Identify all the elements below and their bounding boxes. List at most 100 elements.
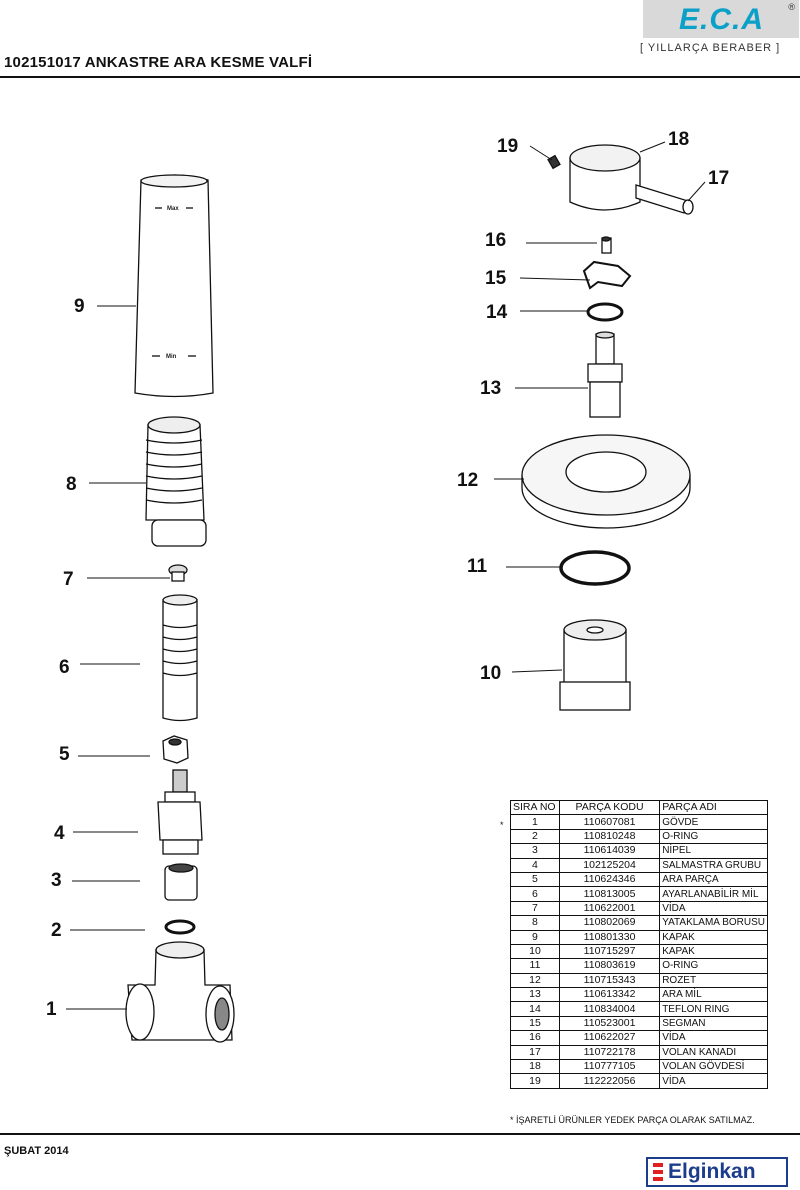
label-5: 5 — [59, 744, 70, 765]
cell-sira-no: 1 — [510, 814, 560, 830]
cell-parca-adi: TEFLON RING — [659, 1001, 768, 1017]
cell-parca-kodu: 110613342 — [558, 987, 661, 1003]
part-15-clip — [582, 260, 632, 290]
cell-sira-no: 14 — [510, 1001, 560, 1017]
footer-divider — [0, 1133, 800, 1135]
cell-parca-adi: KAPAK — [659, 929, 768, 945]
eca-slogan: [ YILLARÇA BERABER ] — [640, 42, 781, 54]
cell-parca-kodu: 102125204 — [558, 857, 661, 873]
cell-parca-adi: SEGMAN — [659, 1015, 768, 1032]
cell-parca-kodu: 110523001 — [558, 1015, 661, 1032]
table-footnote: * İŞARETLİ ÜRÜNLER YEDEK PARÇA OLARAK SA… — [510, 1115, 755, 1125]
part-4-gland — [157, 769, 203, 855]
cell-sira-no: 8 — [510, 915, 560, 931]
part-19-screw — [547, 154, 561, 170]
part-5-nut — [162, 735, 189, 764]
eca-logo: E.C.A ® — [643, 0, 799, 38]
cell-parca-kodu: 110622027 — [558, 1030, 661, 1046]
max-mark: Max — [167, 206, 179, 212]
cell-sira-no: 11 — [510, 958, 560, 974]
label-10: 10 — [480, 663, 501, 684]
cell-sira-no: 16 — [510, 1030, 560, 1046]
cell-parca-adi: KAPAK — [659, 943, 768, 960]
part-18-handle-body — [569, 144, 641, 211]
part-16-screw — [601, 236, 612, 254]
part-6-spindle — [162, 594, 198, 722]
header-parca-kodu: PARÇA KODU — [558, 799, 661, 816]
cell-parca-adi: O-RING — [659, 958, 768, 974]
cell-parca-adi: VİDA — [659, 900, 768, 917]
cell-sira-no: 9 — [510, 929, 560, 945]
cell-sira-no: 12 — [510, 972, 560, 989]
elginkan-bars-icon — [653, 1163, 663, 1181]
elginkan-name: Elginkan — [668, 1160, 756, 1183]
parts-table-header: SIRA NO PARÇA KODU PARÇA ADI — [510, 799, 768, 816]
label-16: 16 — [485, 230, 506, 251]
cell-parca-adi: VOLAN KANADI — [659, 1044, 768, 1061]
cell-parca-kodu: 110834004 — [558, 1001, 661, 1017]
cell-parca-kodu: 110803619 — [558, 958, 661, 974]
part-12-rosette — [521, 434, 691, 529]
label-13: 13 — [480, 378, 501, 399]
cell-parca-kodu: 110715297 — [558, 943, 661, 960]
label-3: 3 — [51, 870, 62, 891]
part-labels: 9 8 7 6 5 4 3 2 1 19 18 17 16 15 14 13 1… — [46, 129, 729, 1020]
elginkan-logo: Elginkan — [646, 1157, 788, 1187]
cell-parca-adi: VİDA — [659, 1030, 768, 1046]
cell-parca-kodu: 110722178 — [558, 1044, 661, 1061]
exploded-view-diagram: Max Min — [46, 129, 729, 1043]
header-parca-adi: PARÇA ADI — [659, 799, 768, 816]
label-2: 2 — [51, 920, 62, 941]
part-7-screw — [168, 564, 188, 582]
cell-parca-kodu: 110624346 — [558, 871, 661, 888]
header-sira-no: SIRA NO — [510, 799, 560, 816]
cell-sira-no: 6 — [510, 886, 560, 902]
cell-sira-no: 7 — [510, 900, 560, 917]
cell-parca-adi: AYARLANABİLİR MİL — [659, 886, 768, 902]
label-17: 17 — [708, 168, 729, 189]
cell-parca-adi: O-RING — [659, 828, 768, 845]
cell-parca-kodu: 110802069 — [558, 915, 661, 931]
label-9: 9 — [74, 296, 85, 317]
min-mark: Min — [166, 354, 177, 360]
cell-sira-no: 15 — [510, 1015, 560, 1032]
label-19: 19 — [497, 136, 518, 157]
part-2-oring — [164, 919, 196, 935]
cell-parca-kodu: 110801330 — [558, 929, 661, 945]
spare-part-star: * — [500, 820, 504, 830]
cell-sira-no: 4 — [510, 857, 560, 873]
label-14: 14 — [486, 302, 508, 323]
cell-parca-kodu: 110607081 — [558, 814, 661, 830]
cell-sira-no: 10 — [510, 943, 560, 960]
cell-sira-no: 17 — [510, 1044, 560, 1061]
cell-parca-adi: NİPEL — [659, 843, 768, 859]
part-10-cap — [559, 619, 631, 711]
cell-parca-adi: ARA MİL — [659, 987, 768, 1003]
label-7: 7 — [63, 569, 74, 590]
part-3-nipple — [164, 863, 198, 901]
cell-sira-no: 5 — [510, 871, 560, 888]
cell-sira-no: 3 — [510, 843, 560, 859]
cell-parca-adi: ARA PARÇA — [659, 871, 768, 888]
cell-parca-adi: VOLAN GÖVDESİ — [659, 1059, 768, 1075]
cell-sira-no: 2 — [510, 828, 560, 845]
cell-parca-kodu: 110614039 — [558, 843, 661, 859]
label-1: 1 — [46, 999, 57, 1020]
part-8-sleeve — [145, 416, 207, 547]
label-11: 11 — [467, 556, 488, 577]
